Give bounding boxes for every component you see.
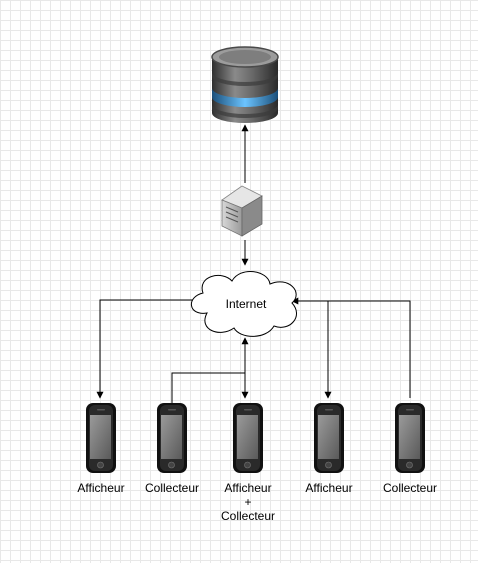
device-label-afficheur: Afficheur <box>77 481 125 495</box>
device-label-collecteur: Collecteur <box>382 481 438 495</box>
device-label-collecteur: Collecteur <box>144 481 200 495</box>
device-label-plus: + <box>244 495 252 509</box>
device-label-afficheur: Afficheur <box>305 481 353 495</box>
connector-internet-to-afficheur-2 <box>292 300 332 399</box>
connector-collecteur-1-to-internet <box>171 372 245 404</box>
smartphone-icon <box>157 403 187 473</box>
smartphone-icon <box>395 403 425 473</box>
cloud-icon <box>191 271 297 337</box>
device-label-afficheur-combined: Afficheur <box>224 481 272 495</box>
connector-internet-to-afficheur-1 <box>96 299 196 399</box>
connector-collecteur-2-to-internet <box>291 297 411 398</box>
smartphone-icon <box>314 403 344 473</box>
connectors <box>96 124 411 404</box>
database-icon <box>211 46 279 123</box>
smartphone-icon <box>86 403 116 473</box>
internet-label: Internet <box>225 297 267 311</box>
server-icon <box>221 185 263 237</box>
device-label-collecteur-combined: Collecteur <box>220 509 276 523</box>
smartphone-icon <box>233 403 263 473</box>
